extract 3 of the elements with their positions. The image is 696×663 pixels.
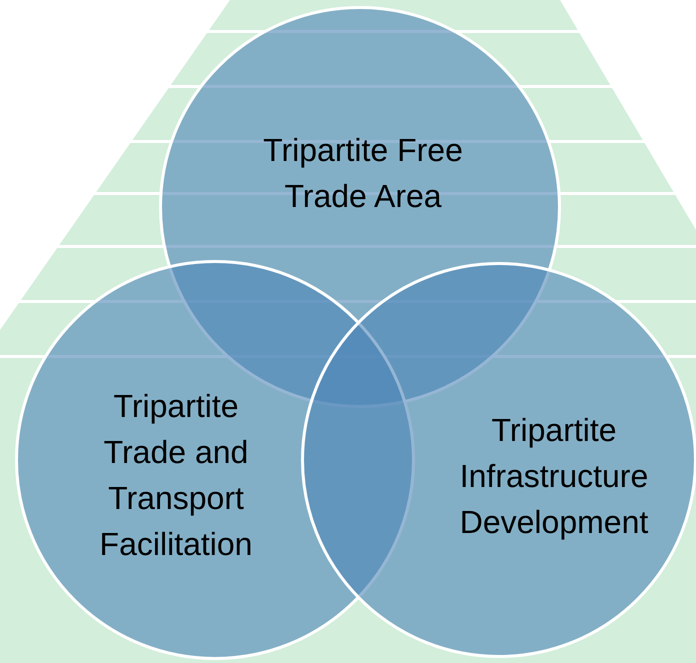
circle-label: Tripartite Free Trade Area <box>262 131 464 216</box>
circle-label: Tripartite Infrastructure Development <box>458 411 650 542</box>
circle-label: Tripartite Trade and Transport Facilitation <box>98 387 254 564</box>
